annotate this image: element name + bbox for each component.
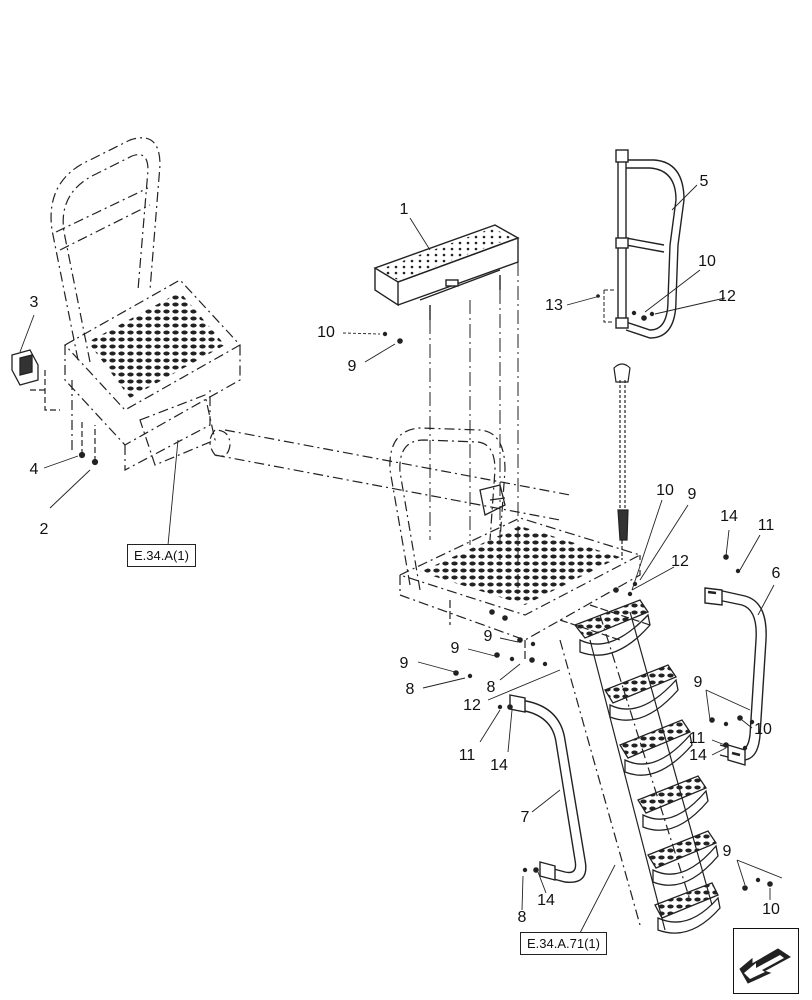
callout-12b: 12 xyxy=(671,553,689,570)
callout-14b: 14 xyxy=(490,757,508,774)
callout-11c: 11 xyxy=(688,730,706,747)
part-6-grab-handle xyxy=(704,587,767,766)
part-5-handrail xyxy=(603,149,685,339)
parts-4-2-fasteners xyxy=(78,420,99,466)
callout-10b: 10 xyxy=(698,253,716,270)
callout-1: 1 xyxy=(399,201,409,218)
callout-9a: 9 xyxy=(347,358,357,375)
fasteners xyxy=(382,294,773,891)
part-7-grab-handle xyxy=(509,694,587,884)
callout-9e: 9 xyxy=(687,486,697,503)
callout-10c: 10 xyxy=(656,482,674,499)
callout-9d: 9 xyxy=(483,628,493,645)
part-1-alignment-lines xyxy=(429,262,519,600)
callout-11a: 11 xyxy=(757,517,775,534)
back-navigation-button[interactable] xyxy=(733,928,799,994)
callout-8a: 8 xyxy=(405,681,415,698)
callout-14d: 14 xyxy=(537,892,555,909)
callout-3: 3 xyxy=(29,294,39,311)
callout-7: 7 xyxy=(520,809,530,826)
callout-14a: 14 xyxy=(720,508,738,525)
callout-9c: 9 xyxy=(450,640,460,657)
callout-10d: 10 xyxy=(754,721,772,738)
callout-8c: 8 xyxy=(517,909,527,926)
callout-11b: 11 xyxy=(458,747,476,764)
callout-13: 13 xyxy=(545,297,563,314)
callout-14c: 14 xyxy=(689,747,707,764)
callout-2: 2 xyxy=(39,521,49,538)
callout-8b: 8 xyxy=(486,679,496,696)
callout-9b: 9 xyxy=(399,655,409,672)
center-rod xyxy=(613,363,631,560)
part-3-latch xyxy=(11,349,39,386)
arrow-back-icon xyxy=(739,948,791,984)
part-1-step-box xyxy=(373,224,520,320)
callout-4: 4 xyxy=(29,461,39,478)
leader-lines xyxy=(19,184,783,934)
callout-10a: 10 xyxy=(317,324,335,341)
left-platform xyxy=(30,137,571,521)
ladder-assembly xyxy=(559,599,721,934)
callout-5: 5 xyxy=(699,173,709,190)
callout-10e: 10 xyxy=(762,901,780,918)
callout-9g: 9 xyxy=(722,843,732,860)
callout-12c: 12 xyxy=(463,697,481,714)
callout-12a: 12 xyxy=(718,288,736,305)
callout-9f: 9 xyxy=(693,674,703,691)
center-platform xyxy=(389,427,642,660)
callout-6: 6 xyxy=(771,565,781,582)
reference-e34a711[interactable]: E.34.A.71(1) xyxy=(520,932,607,955)
reference-e34a1[interactable]: E.34.A(1) xyxy=(127,544,196,567)
